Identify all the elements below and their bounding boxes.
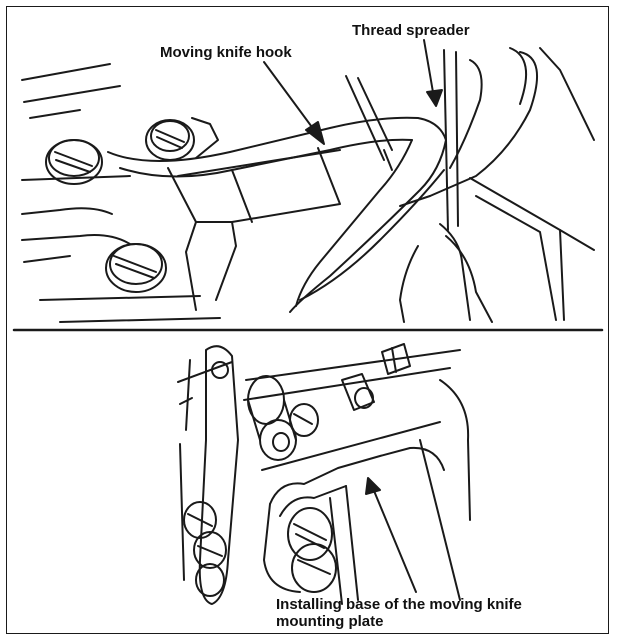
moving-knife-blade bbox=[289, 139, 447, 313]
thread-spreader-drawing bbox=[345, 47, 538, 231]
label-installing-base-line2: mounting plate bbox=[276, 613, 384, 630]
top-panel-drawing bbox=[21, 39, 595, 323]
roller-collar bbox=[247, 375, 297, 461]
hook-pointer-line bbox=[263, 61, 321, 139]
machine-body-right bbox=[399, 47, 595, 323]
screw-top-left bbox=[45, 139, 103, 185]
spreader-pointer-arrowhead bbox=[426, 89, 443, 107]
hook-pointer-arrowhead bbox=[305, 121, 325, 145]
label-installing-base-line1: Installing base of the moving knife bbox=[276, 596, 522, 613]
screw-top-lower bbox=[105, 243, 167, 293]
screw-top-upper bbox=[145, 117, 219, 161]
spreader-pointer-line bbox=[423, 39, 435, 99]
bottom-panel-drawing bbox=[177, 343, 471, 605]
mounting-screw-lower bbox=[291, 543, 337, 593]
installing-base-plate bbox=[263, 446, 445, 605]
mounting-screw-upper bbox=[287, 507, 333, 561]
left-knob-cluster bbox=[183, 501, 227, 597]
screw-bracket bbox=[341, 373, 375, 411]
moving-knife-hook-arm bbox=[107, 116, 447, 311]
screw-bottom-small bbox=[289, 403, 319, 437]
link-lever bbox=[185, 345, 239, 605]
label-installing-base: Installing base of the moving knife moun… bbox=[276, 596, 522, 630]
base-pointer-arrowhead bbox=[365, 477, 381, 495]
label-moving-knife-hook: Moving knife hook bbox=[160, 44, 292, 61]
label-thread-spreader: Thread spreader bbox=[352, 22, 470, 39]
base-pointer-line bbox=[371, 485, 417, 593]
